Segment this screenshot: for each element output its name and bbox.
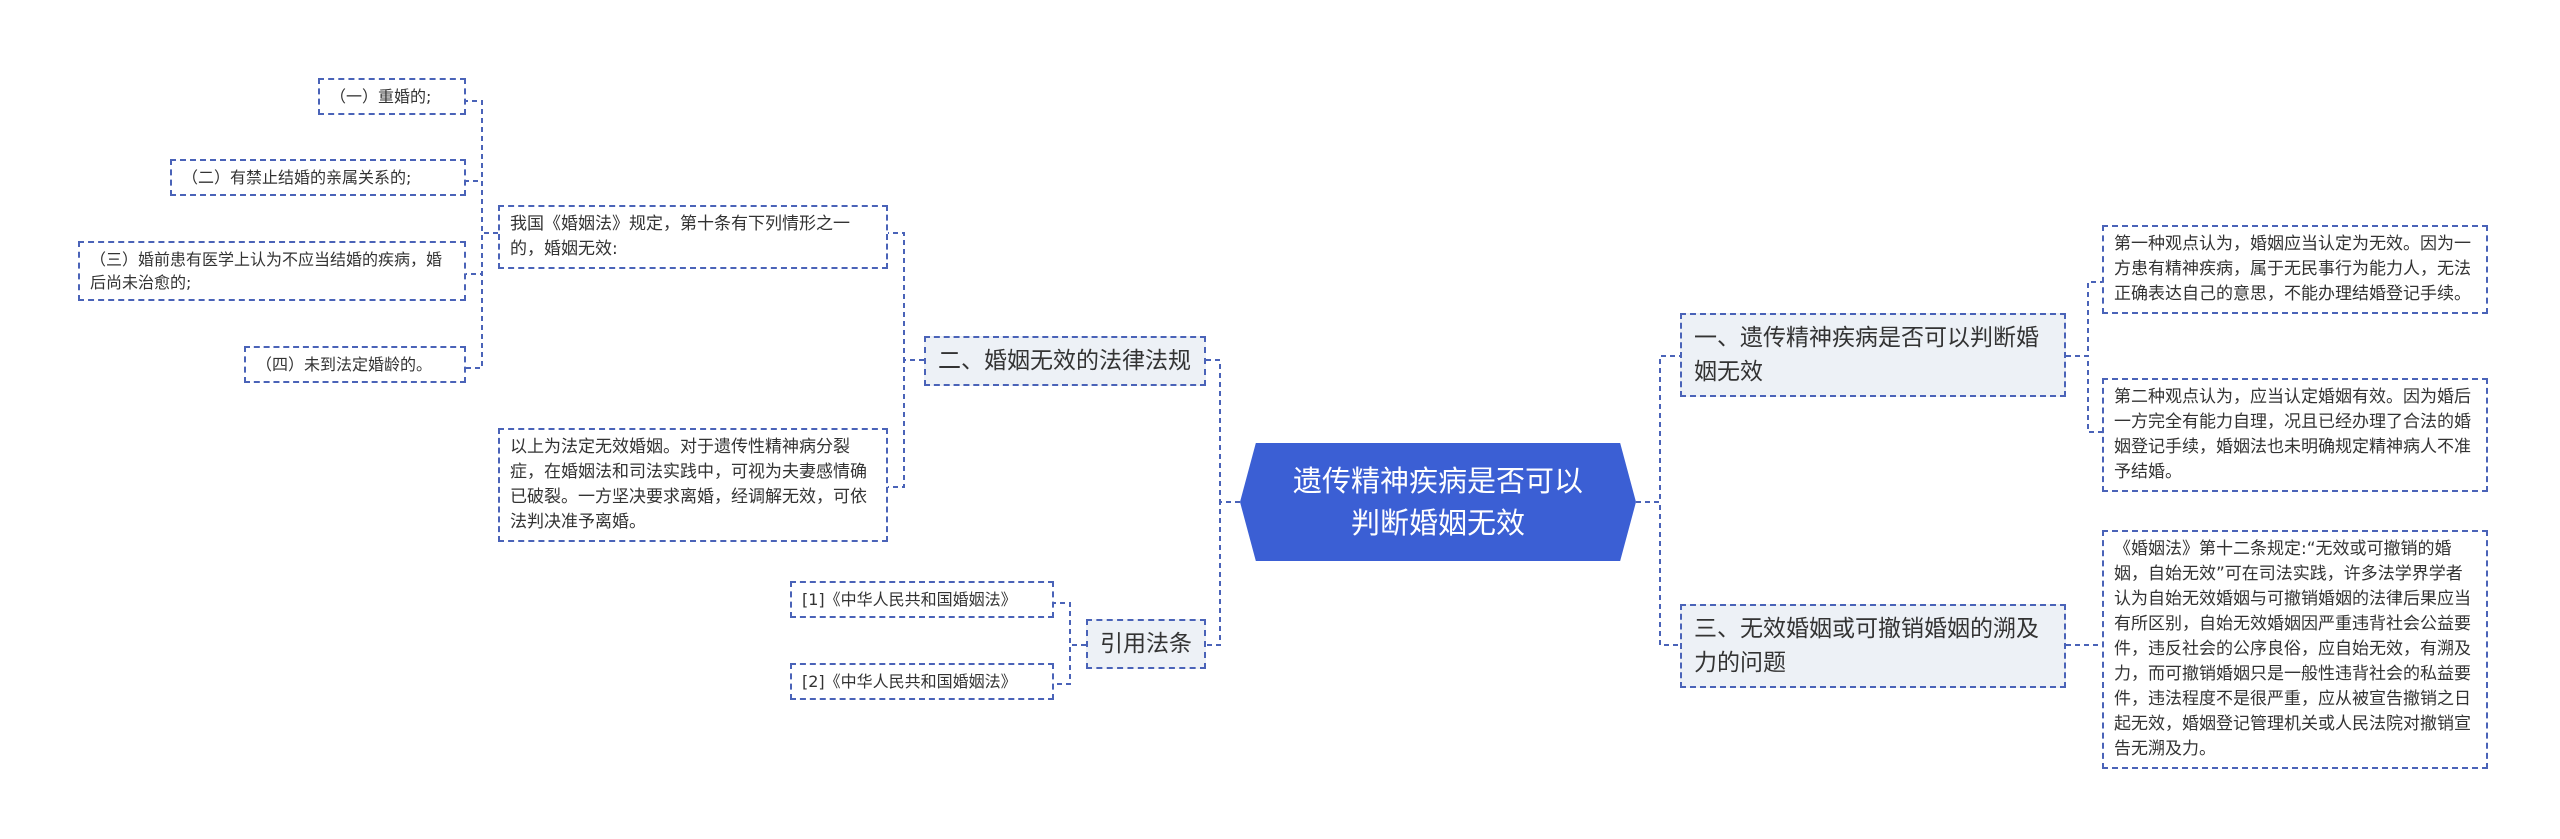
leaf-right-1-2-text: 第二种观点认为，应当认定婚姻有效。因为婚后一方完全有能力自理，况且已经办理了合法…	[2114, 387, 2471, 482]
edge-cite-item2	[1054, 644, 1086, 685]
citation-1-text: [1]《中华人民共和国婚姻法》	[802, 590, 1017, 609]
citation-2[interactable]: [2]《中华人民共和国婚姻法》	[790, 663, 1054, 700]
leaf-right-1-1-text: 第一种观点认为，婚姻应当认定为无效。因为一方患有精神疾病，属于无民事行为能力人，…	[2114, 234, 2471, 304]
leaf-right-1-1[interactable]: 第一种观点认为，婚姻应当认定为无效。因为一方患有精神疾病，属于无民事行为能力人，…	[2102, 225, 2488, 314]
branch-right-3[interactable]: 三、无效婚姻或可撤销婚姻的溯及力的问题	[1680, 604, 2066, 688]
edge-left2-sub	[888, 232, 924, 361]
branch-right-1-label: 一、遗传精神疾病是否可以判断婚姻无效	[1694, 325, 2039, 385]
invalid-case-4[interactable]: （四）未到法定婚龄的。	[244, 346, 466, 383]
edge-left2-note	[888, 359, 924, 488]
edge-cite-item1	[1054, 602, 1086, 646]
branch-left-2[interactable]: 二、婚姻无效的法律法规	[924, 336, 1206, 386]
edge-right1-leaf2	[2066, 355, 2102, 433]
branch-left-2-label: 二、婚姻无效的法律法规	[938, 348, 1191, 374]
edge-root-right1	[1636, 355, 1680, 503]
law-article-10[interactable]: 我国《婚姻法》规定，第十条有下列情形之一的，婚姻无效:	[498, 205, 888, 269]
invalid-case-1[interactable]: （一）重婚的;	[318, 78, 466, 115]
note-legal-invalid[interactable]: 以上为法定无效婚姻。对于遗传性精神病分裂症，在婚姻法和司法实践中，可视为夫妻感情…	[498, 428, 888, 542]
leaf-right-1-2[interactable]: 第二种观点认为，应当认定婚姻有效。因为婚后一方完全有能力自理，况且已经办理了合法…	[2102, 378, 2488, 492]
invalid-case-4-text: （四）未到法定婚龄的。	[256, 355, 433, 374]
leaf-right-3-1[interactable]: 《婚姻法》第十二条规定:“无效或可撤销的婚姻，自始无效”可在司法实践，许多法学界…	[2102, 530, 2488, 769]
edge-sub-item4	[466, 232, 498, 369]
note-legal-invalid-text: 以上为法定无效婚姻。对于遗传性精神病分裂症，在婚姻法和司法实践中，可视为夫妻感情…	[510, 437, 867, 532]
edge-root-left2	[1206, 359, 1240, 503]
edge-sub-item2	[466, 180, 498, 234]
edge-root-cite	[1206, 501, 1240, 646]
invalid-case-2-text: （二）有禁止结婚的亲属关系的;	[182, 168, 412, 187]
law-article-10-text: 我国《婚姻法》规定，第十条有下列情形之一的，婚姻无效:	[510, 214, 850, 259]
branch-citations[interactable]: 引用法条	[1086, 619, 1206, 669]
invalid-case-1-text: （一）重婚的;	[330, 87, 432, 106]
edge-root-right3	[1636, 501, 1680, 646]
citation-2-text: [2]《中华人民共和国婚姻法》	[802, 672, 1017, 691]
branch-right-3-label: 三、无效婚姻或可撤销婚姻的溯及力的问题	[1694, 616, 2039, 676]
edge-right1-leaf1	[2066, 281, 2102, 357]
invalid-case-3-text: （三）婚前患有医学上认为不应当结婚的疾病，婚后尚未治愈的;	[90, 250, 443, 292]
root-title: 遗传精神疾病是否可以判断婚姻无效	[1292, 464, 1583, 540]
root-topic[interactable]: 遗传精神疾病是否可以判断婚姻无效	[1240, 443, 1636, 561]
citation-1[interactable]: [1]《中华人民共和国婚姻法》	[790, 581, 1054, 618]
branch-citations-label: 引用法条	[1100, 631, 1192, 657]
leaf-right-3-1-text: 《婚姻法》第十二条规定:“无效或可撤销的婚姻，自始无效”可在司法实践，许多法学界…	[2114, 539, 2471, 759]
edge-sub-item1	[466, 100, 498, 234]
branch-right-1[interactable]: 一、遗传精神疾病是否可以判断婚姻无效	[1680, 313, 2066, 397]
invalid-case-3[interactable]: （三）婚前患有医学上认为不应当结婚的疾病，婚后尚未治愈的;	[78, 241, 466, 301]
invalid-case-2[interactable]: （二）有禁止结婚的亲属关系的;	[170, 159, 466, 196]
